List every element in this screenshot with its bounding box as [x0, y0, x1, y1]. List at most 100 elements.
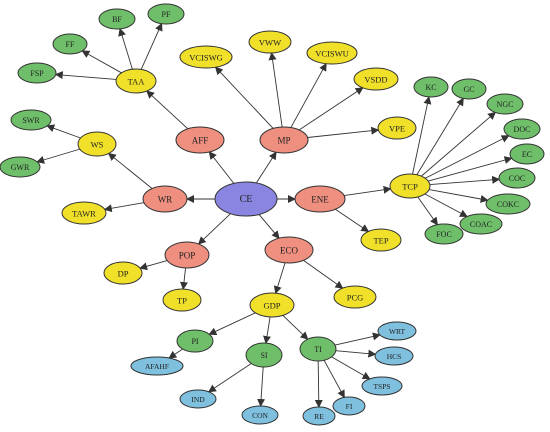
- node-shape-doc: [503, 118, 541, 140]
- node-shape-tp: [162, 288, 202, 312]
- node-shape-tsps: [361, 376, 403, 396]
- node-label-re: RE: [314, 412, 324, 421]
- edge-ene-to-tep: [335, 208, 370, 233]
- edge-gdp-to-si: [263, 316, 271, 345]
- node-ws: WS: [77, 131, 117, 157]
- node-shape-pf: [147, 3, 185, 25]
- node-shape-gc: [451, 78, 487, 100]
- node-hcs: HCS: [374, 346, 414, 366]
- node-coac: COAC: [459, 213, 503, 235]
- node-shape-gdp: [249, 292, 295, 318]
- edge-wr-to-tawr: [103, 202, 144, 213]
- node-ff: FF: [52, 33, 88, 55]
- edge-ti-to-re: [314, 360, 323, 409]
- node-shape-swr: [10, 109, 52, 131]
- node-shape-pi: [176, 329, 214, 353]
- node-mp: MP: [259, 126, 309, 154]
- edge-mp-to-vciswu: [290, 62, 327, 128]
- node-tep: TEP: [360, 228, 402, 252]
- node-label-vpe: VPE: [389, 124, 405, 134]
- node-shape-taa: [115, 68, 157, 94]
- node-label-kc: KC: [425, 83, 436, 92]
- node-label-tsps: TSPS: [373, 382, 390, 391]
- node-wr: WR: [142, 185, 188, 213]
- node-label-vciswg: VCISWG: [189, 53, 223, 63]
- node-label-gc: GC: [463, 85, 474, 94]
- node-pcg: PCG: [333, 285, 377, 309]
- node-ene: ENE: [294, 185, 346, 213]
- edge-ce-to-pop: [197, 213, 231, 245]
- edge-pi-to-afahf: [168, 348, 183, 359]
- node-label-vsdd: VSDD: [364, 75, 387, 85]
- node-fi: FI: [332, 396, 366, 416]
- node-kc: KC: [413, 76, 449, 98]
- edge-si-to-ind: [207, 363, 252, 393]
- edge-mp-to-vsdd: [298, 87, 364, 131]
- node-tp: TP: [162, 288, 202, 312]
- edge-ce-to-mp: [255, 151, 277, 184]
- node-wrt: WRT: [377, 321, 417, 341]
- node-shape-si: [245, 342, 283, 368]
- node-shape-coc: [498, 167, 536, 189]
- node-label-ws: WS: [91, 140, 104, 150]
- node-label-pop: POP: [179, 251, 196, 261]
- node-label-ec: EC: [522, 150, 532, 159]
- node-shape-pcg: [333, 285, 377, 309]
- node-label-foc: FOC: [436, 230, 452, 239]
- node-label-coc: COC: [509, 174, 525, 183]
- node-tcp: TCP: [389, 173, 431, 199]
- edge-eco-to-gdp: [273, 262, 286, 295]
- node-tawr: TAWR: [61, 201, 107, 225]
- node-shape-foc: [424, 223, 464, 245]
- edge-taa-to-fsp: [54, 71, 117, 80]
- node-shape-ff: [52, 33, 88, 55]
- node-label-eco: ECO: [280, 246, 299, 256]
- edge-taa-to-bf: [118, 27, 133, 70]
- node-ce: CE: [214, 181, 278, 217]
- node-label-afahf: AFAHF: [145, 362, 169, 371]
- edge-gdp-to-pi: [208, 312, 256, 335]
- edge-tcp-to-cokc: [429, 189, 489, 203]
- node-swr: SWR: [10, 109, 52, 131]
- edge-mp-to-vpe: [307, 126, 380, 138]
- node-label-aff: AFF: [192, 136, 209, 146]
- node-shape-gwr: [0, 156, 41, 178]
- node-label-hcs: HCS: [387, 352, 402, 361]
- node-shape-aff: [175, 126, 225, 154]
- node-afahf: AFAHF: [130, 356, 184, 376]
- node-shape-wr: [142, 185, 188, 213]
- node-bf: BF: [98, 8, 136, 30]
- node-label-ind: IND: [191, 395, 205, 404]
- node-label-tp: TP: [177, 296, 187, 306]
- node-re: RE: [302, 406, 336, 426]
- node-label-taa: TAA: [128, 77, 146, 87]
- node-shape-ind: [179, 389, 217, 409]
- edge-tcp-to-doc: [425, 135, 510, 179]
- node-gwr: GWR: [0, 156, 41, 178]
- edge-ws-to-swr: [46, 124, 81, 139]
- node-ec: EC: [509, 143, 545, 165]
- edge-aff-to-taa: [146, 90, 189, 130]
- edge-ti-to-tsps: [331, 356, 371, 380]
- node-shape-ws: [77, 131, 117, 157]
- node-si: SI: [245, 342, 283, 368]
- edge-si-to-con: [257, 366, 266, 408]
- node-doc: DOC: [503, 118, 541, 140]
- node-shape-pop: [164, 241, 210, 269]
- node-shape-wrt: [377, 321, 417, 341]
- node-shape-vsdd: [353, 67, 399, 91]
- node-shape-coac: [459, 213, 503, 235]
- node-vciswu: VCISWU: [306, 41, 358, 65]
- node-dp: DP: [103, 261, 143, 285]
- node-shape-kc: [413, 76, 449, 98]
- node-shape-ngc: [486, 93, 524, 115]
- node-shape-bf: [98, 8, 136, 30]
- node-pf: PF: [147, 3, 185, 25]
- node-vsdd: VSDD: [353, 67, 399, 91]
- node-shape-eco: [264, 236, 314, 264]
- node-label-swr: SWR: [22, 116, 40, 125]
- node-cokc: COKC: [485, 193, 531, 215]
- node-shape-afahf: [130, 356, 184, 376]
- edges-layer: [36, 22, 513, 409]
- node-shape-ec: [509, 143, 545, 165]
